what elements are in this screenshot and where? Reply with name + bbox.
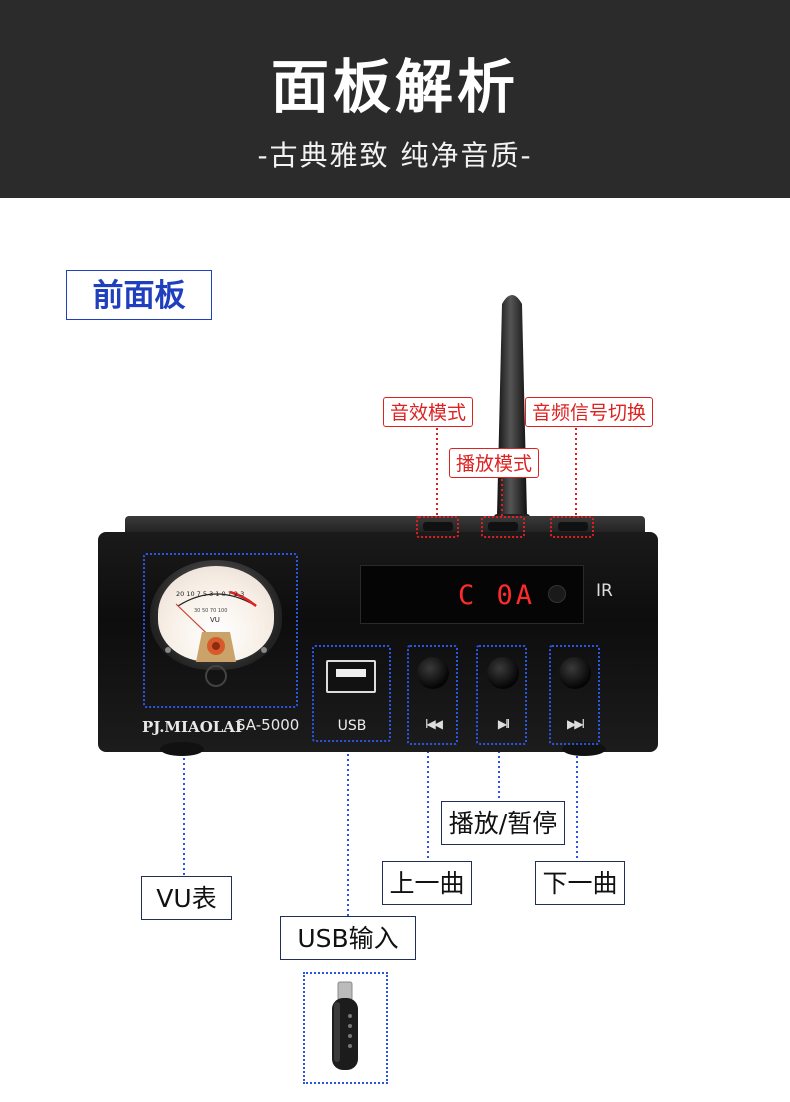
page-subtitle: -古典雅致 纯净音质- xyxy=(257,139,533,172)
header-banner xyxy=(0,0,790,198)
previous-icon: I◀◀ xyxy=(425,717,443,731)
vu-adjust-knob[interactable] xyxy=(205,665,227,687)
previous-track-button[interactable] xyxy=(417,657,449,689)
previous-callout: 上一曲 xyxy=(382,861,472,905)
play-mode-button[interactable] xyxy=(488,522,518,531)
play-pause-icon: ▶II xyxy=(497,717,510,731)
vu-meter-scale: 20 10 7 5 3 1 0 1 2 3 30 50 70 100 VU xyxy=(165,590,267,662)
play-mode-highlight xyxy=(481,516,525,538)
play-pause-button[interactable] xyxy=(487,657,519,689)
vu-meter-callout: VU表 xyxy=(141,876,232,920)
sound-mode-label: 音效模式 xyxy=(383,397,474,427)
ir-label: IR xyxy=(596,581,613,601)
usb-input-callout: USB输入 xyxy=(280,916,416,960)
play-mode-label: 播放模式 xyxy=(449,448,540,478)
usb-port[interactable] xyxy=(326,660,376,693)
usb-port-label: USB xyxy=(337,718,367,734)
sound-mode-highlight xyxy=(416,516,459,538)
pendrive-frame xyxy=(303,972,388,1084)
source-switch-label: 音频信号切换 xyxy=(525,397,654,427)
vu-label: VU xyxy=(210,616,220,624)
page-title: 面板解析 xyxy=(270,53,519,121)
vu-percent-text: 30 50 70 100 xyxy=(194,608,227,614)
next-button-highlight xyxy=(549,645,600,745)
usb-flash-drive-icon xyxy=(332,981,358,1070)
section-label-front-panel: 前面板 xyxy=(66,270,212,320)
vu-scale-text: 20 10 7 5 3 1 0 1 2 3 xyxy=(176,590,244,598)
next-callout: 下一曲 xyxy=(535,861,625,905)
sound-mode-button[interactable] xyxy=(423,522,453,531)
next-icon: ▶▶I xyxy=(567,717,585,731)
device-foot xyxy=(562,742,606,756)
usb-port-highlight xyxy=(312,645,391,742)
next-track-button[interactable] xyxy=(559,657,591,689)
play-pause-callout: 播放/暂停 xyxy=(441,801,565,845)
device-foot xyxy=(160,742,204,756)
prev-button-highlight xyxy=(407,645,458,745)
play-button-highlight xyxy=(476,645,527,745)
display-readout: C 0A xyxy=(458,580,536,611)
vu-meter-highlight xyxy=(143,553,298,708)
brand-label: PJ.MIAOLAI xyxy=(142,718,242,736)
source-switch-button[interactable] xyxy=(558,522,588,531)
source-switch-highlight xyxy=(550,516,594,538)
model-label: SA-5000 xyxy=(236,716,300,734)
led-display xyxy=(360,565,584,624)
ir-sensor-icon xyxy=(548,585,566,603)
